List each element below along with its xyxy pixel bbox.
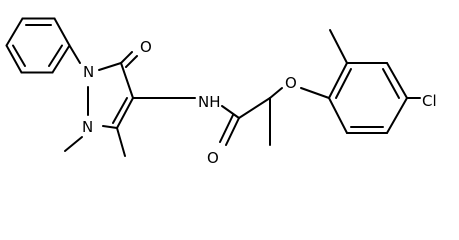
bond	[300, 87, 330, 99]
bond	[64, 136, 83, 152]
bond	[221, 105, 240, 119]
chemical-structure-diagram: O N N NH O O Cl	[5, 17, 437, 167]
atom-label-o-keto: O	[140, 38, 152, 56]
bond	[386, 62, 408, 99]
bond	[51, 44, 71, 74]
bond	[120, 62, 134, 99]
bond	[120, 51, 133, 64]
bond	[5, 44, 23, 74]
bond	[5, 17, 24, 47]
bond	[335, 68, 352, 99]
bond	[68, 44, 81, 64]
atom-label-o-ether: O	[285, 74, 297, 92]
bond	[125, 55, 138, 68]
bond	[238, 97, 271, 119]
bond	[53, 17, 71, 47]
bond	[386, 97, 408, 134]
bond	[102, 125, 118, 129]
bond	[225, 117, 240, 146]
atom-label-nh-amide: NH	[198, 93, 221, 111]
chlorotolyl-ring	[328, 62, 408, 134]
bond	[116, 97, 134, 129]
atom-label-cl: Cl	[422, 92, 437, 110]
phenyl-ring	[5, 17, 71, 74]
bond	[269, 87, 283, 99]
bond	[329, 29, 348, 64]
atom-label-n-ring-1: N	[83, 63, 94, 81]
bond	[219, 114, 234, 143]
bond	[328, 97, 348, 134]
bond	[328, 62, 348, 99]
atom-label-n-ring-2: N	[82, 118, 93, 136]
bond	[116, 127, 126, 157]
atom-label-o-amide: O	[207, 149, 219, 167]
bond	[382, 68, 400, 99]
pyrazolone-ring	[87, 62, 134, 129]
bond	[48, 44, 63, 67]
bond	[98, 62, 122, 71]
bond	[12, 44, 26, 67]
bond	[112, 97, 128, 124]
